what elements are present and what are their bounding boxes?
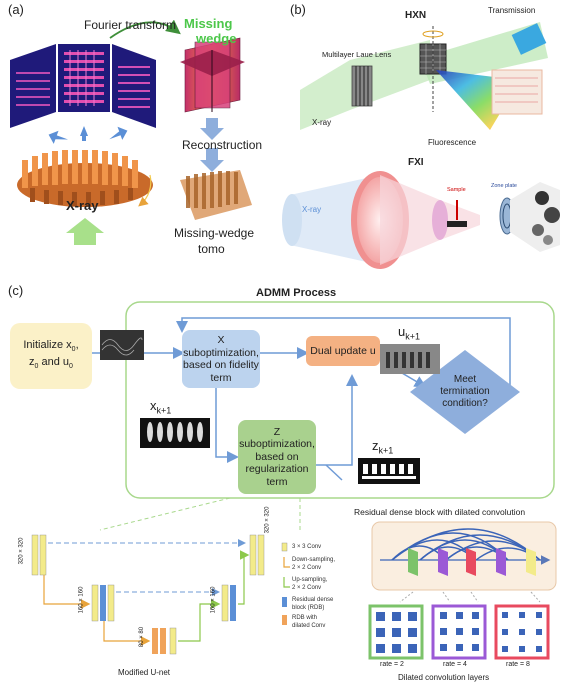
rate-2: rate = 2: [380, 661, 404, 668]
dim-label-3: 80 × 80: [139, 626, 146, 648]
legend-up: Up-sampling, 2 × 2 Conv: [292, 577, 328, 591]
u-k1-label: uk+1: [398, 324, 420, 342]
fluorescence-label: Fluorescence: [428, 138, 477, 147]
missing-wedge-illustration: [180, 37, 245, 113]
dim-label-5: 320 × 320: [264, 506, 271, 534]
xray-label-fxi: X-ray: [302, 205, 322, 214]
fxi-label: FXI: [408, 157, 424, 168]
dim-label-2: 160 × 160: [78, 586, 85, 614]
modified-unet: [31, 534, 290, 655]
missing-label: Missing: [184, 16, 233, 31]
zone-plate-label: Zone plate: [491, 183, 517, 189]
projection-images: [10, 44, 156, 128]
reconstructed-object: [180, 170, 252, 220]
dim-label-1: 320 × 320: [18, 537, 25, 565]
panel-c-label: (c): [8, 283, 24, 298]
unet-label: Modified U-net: [118, 668, 171, 677]
x0-thumbnail: [100, 330, 144, 360]
rate-4: rate = 4: [443, 661, 467, 668]
panel-a-label: (a): [8, 2, 24, 17]
mll-label: Multilayer Laue Lens: [322, 50, 392, 59]
xray-label-a: X-ray: [66, 198, 99, 213]
xray-arrow: [66, 218, 104, 245]
tomo-label-1: Missing-wedge: [174, 226, 255, 240]
dilated-label: Dilated convolution layers: [398, 673, 490, 682]
z-k1-label: zk+1: [372, 438, 394, 456]
hxn-label: HXN: [405, 10, 427, 21]
fxi-setup: [282, 171, 560, 269]
rate-8: rate = 8: [506, 661, 530, 668]
fourier-label: Fourier transform: [84, 18, 177, 32]
rdb-illustration: [368, 521, 557, 660]
hxn-setup: [300, 22, 548, 130]
reconstruction-label: Reconstruction: [182, 138, 263, 152]
legend-rdb-dilated: RDB with dilated Conv: [292, 615, 326, 629]
transmission-label: Transmission: [488, 6, 536, 15]
sample-label: Sample: [447, 187, 466, 193]
initialize-box: Initialize x0, z0 and u0: [10, 323, 92, 389]
x-k1-label: xk+1: [150, 398, 172, 416]
tomo-label-2: tomo: [198, 242, 225, 256]
sample-object: [17, 150, 153, 207]
xray-label-b: X-ray: [312, 118, 332, 127]
legend-conv: 3 × 3 Conv: [292, 544, 322, 550]
admm-title: ADMM Process: [256, 287, 337, 299]
legend-rdb: Residual dense block (RDB): [292, 597, 334, 611]
meet-termination-text: Meet termination condition?: [440, 374, 490, 409]
panel-b-label: (b): [290, 2, 306, 17]
x-suboptimization-box: X suboptimization, based on fidelity ter…: [182, 330, 260, 388]
wedge-label: wedge: [196, 31, 237, 46]
rdb-title: Residual dense block with dilated convol…: [354, 507, 526, 517]
z-suboptimization-box: Z suboptimization, based on regularizati…: [238, 420, 316, 494]
legend-down: Down-sampling, 2 × 2 Conv: [292, 557, 336, 571]
dim-label-4: 160 × 160: [210, 586, 217, 614]
admm-frame: [125, 301, 555, 499]
dual-update-box: Dual update u: [306, 336, 380, 366]
